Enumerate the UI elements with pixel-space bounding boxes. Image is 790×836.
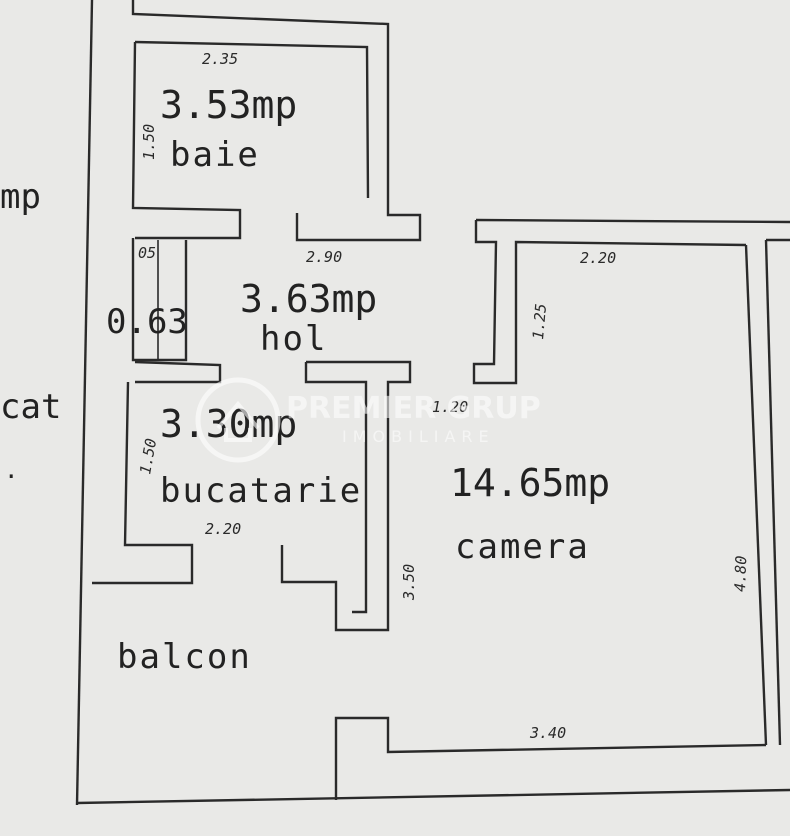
hol-side-dim: 0.63	[106, 302, 188, 342]
hol-area: 3.63mp	[240, 277, 377, 321]
margin-mp: mp	[0, 177, 41, 217]
margin-cat: cat	[0, 387, 61, 427]
margin-text: mp cat .	[0, 177, 61, 484]
watermark: PREMIER GRUP IMOBILIARE	[195, 377, 541, 463]
hol-bottom-left	[134, 360, 222, 384]
camera-bottom-dim: 3.40	[529, 724, 566, 742]
camera-left-dim: 3.50	[400, 564, 418, 601]
camera-top-dim: 2.20	[580, 249, 616, 267]
walls	[75, 0, 790, 806]
bucatarie-name: bucatarie	[160, 471, 362, 511]
kitchen-right-inner	[304, 362, 368, 614]
watermark-logo-icon	[195, 377, 281, 463]
camera-area: 14.65mp	[450, 461, 610, 505]
baie-inner-top	[134, 40, 370, 199]
camera-right-wall	[744, 244, 768, 746]
baie-right-wall	[131, 0, 422, 242]
outer-bottom-wall	[76, 788, 790, 805]
hol-small-dim: 05	[138, 244, 156, 262]
outer-left-wall	[75, 0, 94, 806]
watermark-house-icon	[216, 400, 260, 442]
bucatarie-width: 2.20	[205, 520, 241, 538]
camera-pillar	[472, 220, 747, 385]
camera-bottom-wall	[334, 716, 767, 800]
camera-name: camera	[455, 527, 590, 567]
camera-top-wall	[475, 218, 790, 224]
baie-name: baie	[170, 135, 260, 175]
balcon-name: balcon	[117, 637, 252, 677]
camera-right-dim: 4.80	[731, 555, 750, 592]
kitchen-right-wall	[280, 360, 412, 632]
camera-opening-dim: 1.20	[432, 398, 468, 416]
hol-name: hol	[260, 319, 327, 359]
baie-width: 2.35	[202, 50, 238, 68]
bucatarie-height: 1.50	[136, 437, 160, 476]
room-labels: 3.53mp baie 3.63mp hol 3.30mp bucatarie …	[106, 83, 610, 677]
margin-dot: .	[4, 456, 18, 484]
hol-width: 2.90	[306, 248, 342, 266]
watermark-tagline: IMOBILIARE	[342, 427, 495, 446]
kitchen-left-wall	[92, 381, 194, 585]
baie-left-wall	[131, 41, 242, 240]
hol-left-column	[131, 238, 188, 362]
watermark-name: PREMIER GRUP	[286, 391, 541, 426]
baie-area: 3.53mp	[160, 83, 297, 127]
camera-passage-dim: 1.25	[529, 303, 550, 341]
baie-height: 1.50	[140, 124, 158, 160]
right-room-left	[764, 239, 782, 746]
dimension-labels: 2.35 1.50 2.90 05 1.50 2.20 2.20 1.25 1.…	[136, 50, 750, 742]
